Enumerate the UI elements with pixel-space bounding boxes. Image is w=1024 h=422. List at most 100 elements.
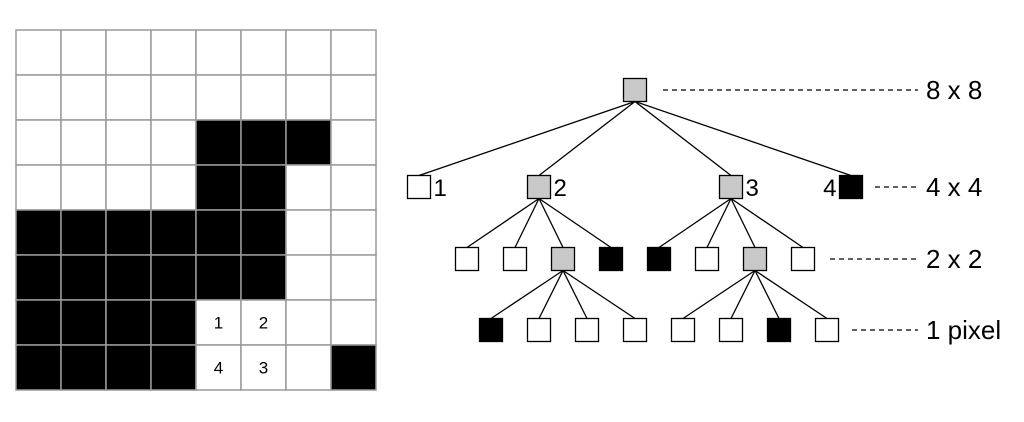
tree-node [790, 246, 816, 272]
grid-cell [105, 74, 152, 121]
grid-cell [150, 254, 197, 301]
tree-edge [562, 269, 636, 320]
tree-node [526, 317, 552, 343]
tree-edge [730, 197, 804, 249]
grid-cell-label: 4 [214, 359, 223, 378]
tree-node [622, 317, 648, 343]
tree-node [814, 317, 840, 343]
tree-edge [634, 100, 852, 177]
grid-cell [150, 164, 197, 211]
grid-cell [240, 254, 287, 301]
tree-edge [538, 197, 612, 249]
grid-cell [15, 119, 62, 166]
grid-cell [195, 209, 242, 256]
grid-cell [285, 119, 332, 166]
tree-edge [682, 269, 756, 320]
tree-node [502, 246, 528, 272]
grid-cell [195, 119, 242, 166]
tree-node [406, 174, 432, 200]
tree-node-label: 2 [554, 175, 567, 202]
grid-cell [330, 254, 377, 301]
tree-node [718, 317, 744, 343]
grid-cell [330, 164, 377, 211]
grid-cell [105, 29, 152, 76]
grid-cell [60, 29, 107, 76]
grid-cell [105, 164, 152, 211]
grid-cell [285, 74, 332, 121]
grid-cell [15, 74, 62, 121]
tree-node-label: 1 [434, 175, 447, 202]
grid-cell [15, 209, 62, 256]
tree-edge [706, 198, 732, 248]
grid-cell [105, 119, 152, 166]
grid-cell [195, 74, 242, 121]
grid-cell [330, 209, 377, 256]
grid-cell [330, 29, 377, 76]
grid-cell [105, 299, 152, 346]
grid-cell [15, 164, 62, 211]
grid-cell [150, 209, 197, 256]
tree-node [478, 317, 504, 343]
grid-cell [150, 119, 197, 166]
grid-cell [150, 344, 197, 391]
grid-cell [15, 29, 62, 76]
grid-cell [195, 254, 242, 301]
grid-cell [15, 344, 62, 391]
tree-node [454, 246, 480, 272]
tree-node [598, 246, 624, 272]
tree-node [526, 174, 552, 200]
tree-edge [754, 270, 780, 319]
grid-cell [285, 164, 332, 211]
grid-cell [195, 29, 242, 76]
tree-edge [466, 197, 540, 249]
grid-cell [240, 119, 287, 166]
grid-cell [285, 344, 332, 391]
grid-cell [105, 344, 152, 391]
tree-node [550, 246, 576, 272]
tree-edge [754, 269, 828, 320]
grid-cell [195, 164, 242, 211]
level-label: 2 x 2 [926, 244, 982, 274]
tree-edge [538, 198, 564, 248]
grid-cell [15, 254, 62, 301]
level-label: 8 x 8 [926, 75, 982, 105]
grid-cell [285, 209, 332, 256]
grid-cell [240, 164, 287, 211]
grid-cell-label: 1 [214, 314, 223, 333]
tree-node-label: 4 [823, 175, 836, 202]
grid-cell [60, 344, 107, 391]
grid-cell [105, 209, 152, 256]
tree-node [766, 317, 792, 343]
level-label: 1 pixel [926, 315, 1001, 345]
tree-nodes: 1 2 3 4 [406, 77, 864, 343]
tree-node [646, 246, 672, 272]
tree-edge [658, 197, 732, 249]
tree-edge [538, 100, 636, 177]
grid-cell [240, 74, 287, 121]
tree-node [838, 174, 864, 200]
grid-cell [60, 119, 107, 166]
grid-cell [15, 299, 62, 346]
tree-edge [538, 270, 564, 319]
grid-cell [60, 209, 107, 256]
grid-cell [195, 344, 242, 391]
grid-cell [285, 254, 332, 301]
level-label: 4 x 4 [926, 172, 982, 202]
grid-cell [240, 29, 287, 76]
level-labels: 8 x 8 4 x 4 2 x 2 1 pixel [663, 75, 1001, 345]
grid-cell [105, 254, 152, 301]
grid-cell [330, 74, 377, 121]
grid-cell [285, 29, 332, 76]
tree-edge [514, 198, 540, 248]
tree-node [718, 174, 744, 200]
grid-cell [330, 344, 377, 391]
tree-node [574, 317, 600, 343]
tree-node-label: 3 [746, 175, 759, 202]
grid-cell [150, 29, 197, 76]
grid-cell [60, 164, 107, 211]
grid-cell [195, 299, 242, 346]
tree-node [742, 246, 768, 272]
tree-node [694, 246, 720, 272]
